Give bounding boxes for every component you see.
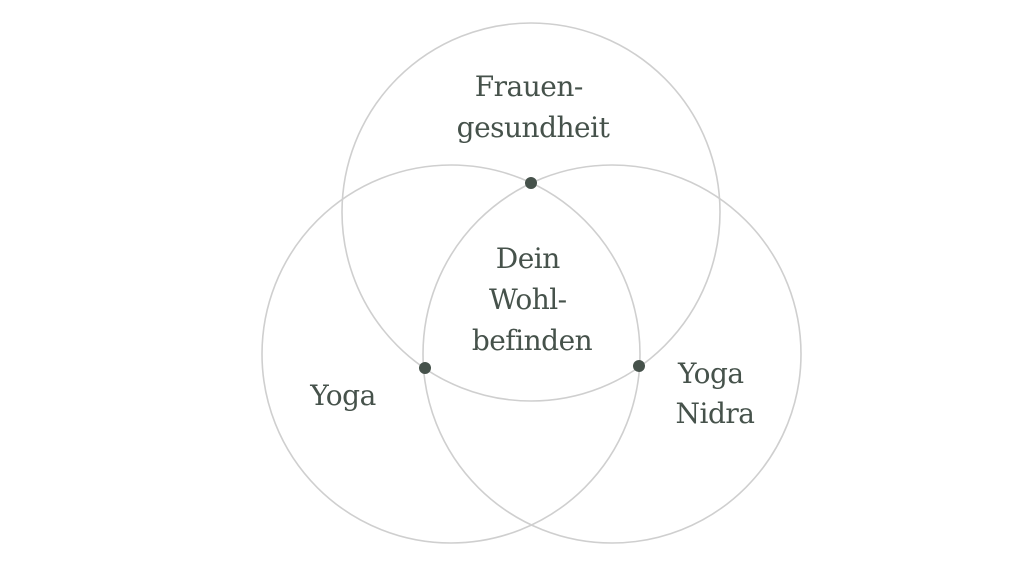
label-frauengesundheit-line-1: Frauen- — [475, 70, 583, 103]
circle-yoga-nidra — [422, 164, 802, 544]
circle-yoga — [261, 164, 641, 544]
label-yoga-nidra-line-1: Yoga — [677, 357, 744, 390]
label-frauengesundheit: Frauen- gesundheit — [457, 70, 611, 144]
label-yoga-line-1: Yoga — [309, 379, 376, 412]
circle-frauengesundheit — [341, 22, 721, 402]
label-yoga-nidra: Yoga Nidra — [676, 357, 755, 430]
intersection-dot-top — [525, 177, 537, 189]
label-center-line-1: Dein — [496, 242, 560, 275]
label-center-line-2: Wohl- — [489, 283, 567, 316]
intersection-dot-right — [633, 360, 645, 372]
label-yoga: Yoga — [309, 379, 376, 412]
intersection-dot-left — [419, 362, 431, 374]
label-yoga-nidra-line-2: Nidra — [676, 397, 755, 430]
label-center-line-3: befinden — [472, 324, 593, 357]
label-dein-wohlbefinden: Dein Wohl- befinden — [472, 242, 593, 357]
label-frauengesundheit-line-2: gesundheit — [457, 111, 611, 144]
